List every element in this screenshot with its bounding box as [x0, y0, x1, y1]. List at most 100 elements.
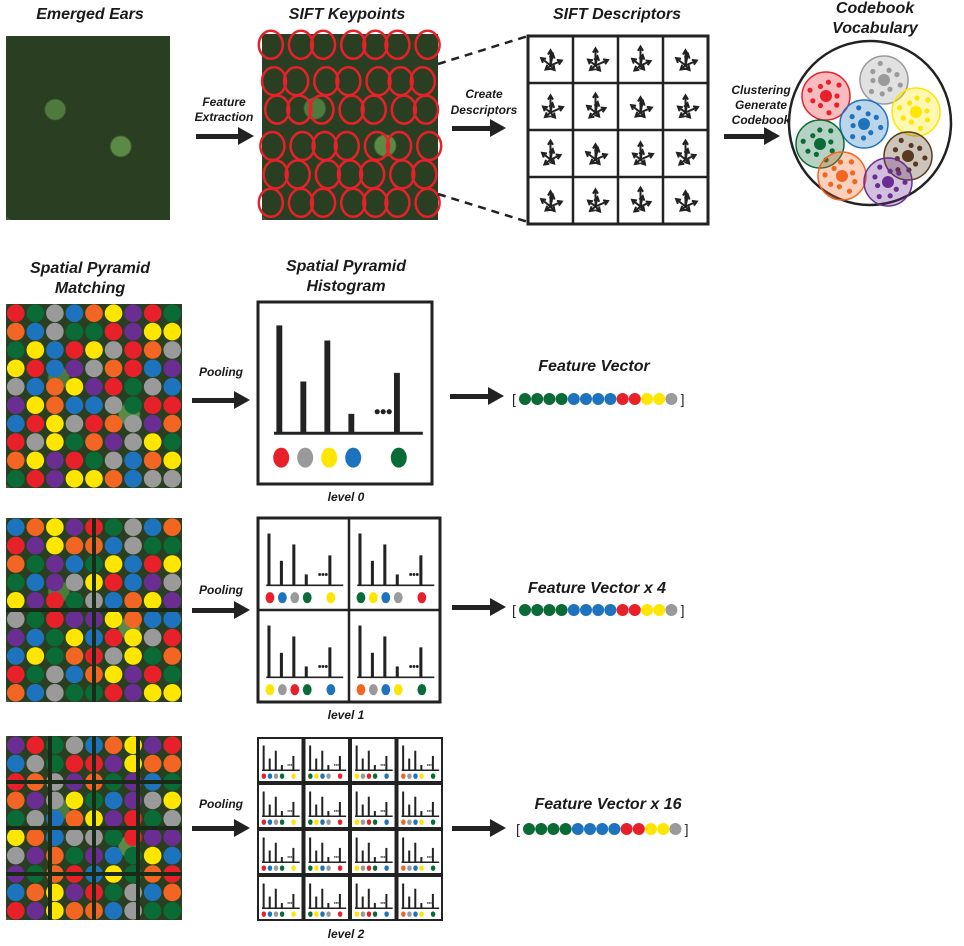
pyramid-dot [65, 518, 84, 536]
histogram-ellipsis-dot [290, 902, 293, 904]
pyramid-dot [26, 433, 45, 451]
cluster-point [877, 60, 883, 67]
pyramid-dot [124, 304, 142, 322]
histogram-cell [350, 737, 397, 783]
histogram-color-dot [337, 911, 343, 917]
descriptor-arrowhead [544, 205, 551, 212]
descriptor-arrowhead [678, 111, 686, 119]
histogram-color-dot [267, 819, 273, 825]
histogram-color-dot [366, 865, 372, 871]
histogram-bar [292, 801, 295, 817]
feature-vector-dot [531, 393, 544, 405]
histogram-color-dot [401, 773, 406, 779]
pyramid-dot [124, 451, 142, 470]
histogram-bar [267, 533, 271, 586]
histogram-bar [385, 801, 388, 817]
pyramid-dot [46, 573, 64, 592]
histogram-color-dot [366, 819, 372, 825]
pooling-label-level1: Pooling [199, 583, 243, 597]
histogram-color-dot [326, 819, 331, 825]
pyramid-dot [46, 359, 64, 378]
histogram-color-dot [430, 819, 436, 825]
histogram-bar [262, 883, 265, 909]
histogram-bar [373, 903, 376, 909]
histogram-color-dot [337, 819, 343, 825]
descriptor-arrowhead [549, 205, 556, 213]
emerged-ears-image [6, 36, 170, 220]
pyramid-dot [143, 628, 162, 647]
codebook-cluster-purple [863, 157, 913, 207]
pyramid-dot [163, 754, 182, 773]
cluster-point [837, 159, 844, 165]
pyramid-dot [46, 555, 64, 573]
descriptor-arrowhead [594, 206, 602, 213]
histogram-color-dot [273, 865, 279, 871]
cluster-point [849, 170, 856, 176]
descriptor-arrowhead [594, 158, 601, 166]
histogram-ellipsis-dot [428, 810, 431, 812]
feature-vector-dot [535, 823, 548, 835]
clustering-arrow [724, 127, 780, 145]
feature-vector-dot [616, 393, 629, 405]
histogram-color-dot [407, 773, 412, 779]
descriptor-arrowhead [547, 93, 554, 101]
cluster-point [924, 117, 931, 123]
cluster-point [874, 182, 881, 189]
pyramid-dot [124, 378, 142, 396]
histogram-bar [358, 533, 362, 586]
histogram-ellipsis-dot [428, 856, 431, 858]
pyramid-dot [65, 684, 84, 702]
feature-vector-dot [555, 604, 568, 616]
keypoint-circle [314, 159, 342, 190]
histogram-bar [292, 544, 296, 586]
keypoint-circle [335, 65, 362, 97]
pyramid-dot [163, 736, 182, 754]
histogram-color-dot [390, 447, 407, 468]
feature-vector-dot [543, 604, 556, 616]
histogram-ellipsis-dot [374, 409, 380, 415]
histogram-color-dot [393, 592, 403, 604]
keypoint-circle [409, 65, 437, 97]
histogram-bar [395, 574, 399, 586]
pyramid-dot [124, 359, 142, 378]
histogram-color-dot [279, 773, 285, 779]
histogram-color-dot [372, 773, 378, 779]
pyramid-dot [26, 592, 45, 610]
pooling-arrow-level0 [192, 391, 250, 409]
cluster-point [886, 67, 892, 73]
histogram-bar [268, 896, 271, 909]
descriptor-arrowhead [547, 48, 554, 55]
pyramid-dot [6, 359, 25, 378]
descriptor-arrow [550, 106, 564, 114]
pyramid-dot [65, 414, 84, 433]
histogram-color-dot [320, 773, 325, 779]
histogram-bar [420, 857, 423, 863]
pyramid-dot [163, 396, 182, 414]
cluster-point [872, 174, 878, 180]
pyramid-dot [26, 684, 45, 702]
pyramid-dot [163, 628, 182, 647]
pyramid-dot [26, 573, 45, 592]
feature-vector-x16-title: Feature Vector x 16 [534, 796, 682, 813]
descriptor-arrowhead [674, 56, 682, 64]
histogram-cell [396, 829, 443, 875]
histogram-ellipsis-dot [382, 764, 384, 766]
histogram-bar [431, 893, 434, 909]
pyramid-dot [163, 451, 182, 470]
cluster-center [902, 150, 914, 162]
pyramid-dot [163, 470, 182, 488]
descriptor-arrow [685, 200, 698, 208]
pyramid-dot [163, 555, 182, 573]
descriptor-arrowhead [601, 152, 609, 160]
pyramid-dot [104, 536, 123, 555]
histogram-cell [257, 829, 304, 875]
pyramid-dot [26, 451, 45, 470]
pyramid-dot [163, 665, 182, 684]
pyramid-dot [65, 396, 84, 414]
pyramid-dot [124, 341, 142, 359]
keypoint-circle [259, 130, 286, 162]
histogram-bar [367, 750, 370, 771]
cluster-point [917, 145, 923, 151]
histogram-color-dot [413, 865, 418, 871]
pyramid-dot [26, 341, 45, 359]
